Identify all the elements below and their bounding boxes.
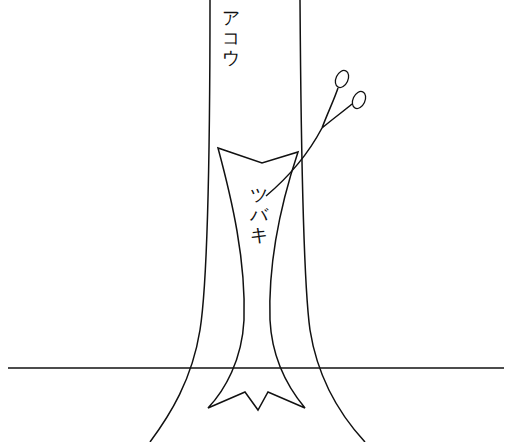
branch: [266, 88, 352, 196]
tree-name: ツバキ: [250, 185, 268, 244]
tsubaki-trunk: ツバキ: [200, 140, 310, 415]
akou-trunk: アコウツバキ: [140, 0, 375, 442]
tree-name: アコウ: [222, 8, 240, 67]
tsubaki-trunk-line: [208, 148, 305, 410]
akou-trunk-line: [150, 0, 365, 442]
leaf: [350, 89, 368, 110]
tsubaki-trunk-outline: [200, 140, 310, 415]
leaf: [333, 68, 351, 89]
ground-line: [8, 367, 504, 368]
